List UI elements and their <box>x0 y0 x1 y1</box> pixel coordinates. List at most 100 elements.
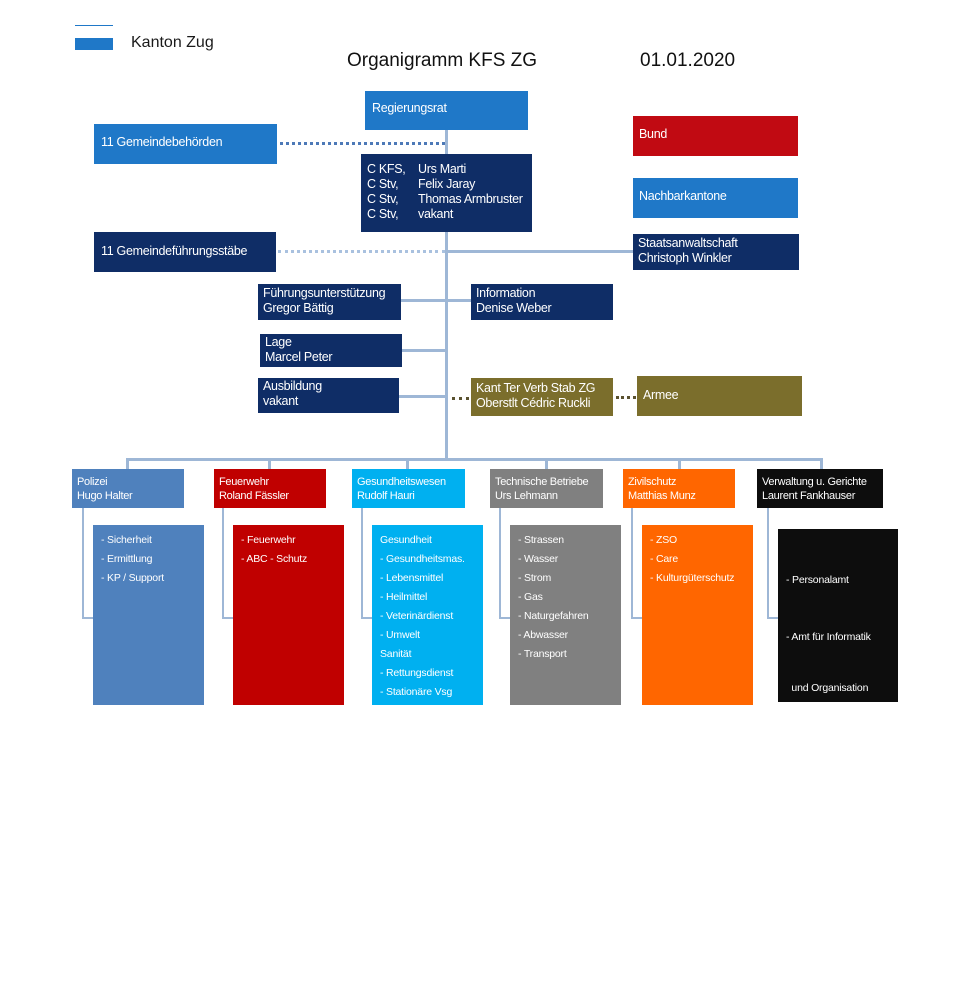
dept-gesundheit-header: Gesundheitswesen Rudolf Hauri <box>352 469 465 508</box>
dept-name: Feuerwehr <box>219 476 269 488</box>
task-item: - Datenschutzstelle <box>786 793 872 805</box>
task-item: - Wasser <box>518 553 559 565</box>
command-row: C Stv, Thomas Armbruster <box>367 192 526 207</box>
bracket-verwaltung-h <box>767 617 779 619</box>
task-item: - Amt für Informatik <box>786 631 871 643</box>
gemeindefuehrungsstaebe-box: 11 Gemeindeführungsstäbe <box>94 232 276 272</box>
bund-label: Bund <box>639 127 667 141</box>
dept-zivilschutz-header: Zivilschutz Matthias Munz <box>623 469 735 508</box>
bracket-zivilschutz-h <box>631 617 643 619</box>
staatsanwaltschaft-line <box>445 250 635 253</box>
staatsanwaltschaft-label: Staatsanwaltschaft <box>638 236 738 250</box>
bracket-verwaltung <box>767 508 769 618</box>
task-item: - ZSO <box>650 534 677 546</box>
dept-feuerwehr-header: Feuerwehr Roland Fässler <box>214 469 326 508</box>
main-vertical-line <box>445 130 448 460</box>
bracket-gesundheit <box>361 508 363 618</box>
gemeindebehoerden-dotted-line <box>280 142 445 145</box>
regierungsrat-box: Regierungsrat <box>365 91 528 130</box>
nachbarkantone-label: Nachbarkantone <box>639 189 727 203</box>
dept-feuerwehr-tasks: - Feuerwehr - ABC - Schutz <box>233 525 344 705</box>
bracket-feuerwehr <box>222 508 224 618</box>
command-name: Thomas Armbruster <box>418 192 523 206</box>
regierungsrat-label: Regierungsrat <box>372 101 447 115</box>
command-name: Felix Jaray <box>418 177 476 191</box>
drop-technik <box>545 458 548 470</box>
command-role: C KFS, <box>367 162 406 176</box>
dept-head: Urs Lehmann <box>495 490 558 502</box>
task-item: - Gas <box>518 591 543 603</box>
command-name: Urs Marti <box>418 162 466 176</box>
task-item: - Hochbauamt <box>786 736 850 748</box>
dept-head: Laurent Fankhauser <box>762 490 856 502</box>
dept-verwaltung-tasks: - Personalamt - Amt für Informatik und O… <box>778 529 898 970</box>
dept-technik-tasks: - Strassen - Wasser - Strom - Gas - Natu… <box>510 525 621 705</box>
gemeindebehoerden-box: 11 Gemeindebehörden <box>94 124 277 164</box>
dept-technik-header: Technische Betriebe Urs Lehmann <box>490 469 603 508</box>
drop-feuerwehr <box>268 458 271 470</box>
task-item: - Naturgefahren <box>518 610 589 622</box>
task-item: - Strassen <box>518 534 564 546</box>
logo-text: Kanton Zug <box>131 34 214 51</box>
kant-ter-verb-box: Kant Ter Verb Stab ZG Oberstlt Cédric Ru… <box>471 378 613 416</box>
information-box: Information Denise Weber <box>471 284 613 320</box>
fuehrungsunterstuetzung-box: Führungsunterstützung Gregor Bättig <box>258 284 401 320</box>
staatsanwaltschaft-name: Christoph Winkler <box>638 251 732 265</box>
dept-name: Polizei <box>77 476 108 488</box>
bracket-feuerwehr-h <box>222 617 234 619</box>
drop-polizei <box>126 458 129 470</box>
armee-box: Armee <box>637 376 802 416</box>
information-label: Information <box>476 286 536 300</box>
drop-zivilschutz <box>678 458 681 470</box>
task-item: - Wirtschaftliche <box>786 907 858 919</box>
bracket-gesundheit-h <box>361 617 373 619</box>
task-item: - Ermittlung <box>101 553 153 565</box>
page-title: Organigramm KFS ZG <box>347 50 538 71</box>
gemeindefuehrungsstaebe-label: 11 Gemeindeführungsstäbe <box>101 244 248 258</box>
task-item: - Sicherheit <box>101 534 152 546</box>
fuehrungsunterstuetzung-label: Führungsunterstützung <box>263 286 386 300</box>
task-item: Gesundheit <box>380 534 432 546</box>
task-item: - KP / Support <box>101 572 164 584</box>
command-box: C KFS, Urs Marti C Stv, Felix Jaray C Stv,… <box>361 154 532 232</box>
dept-name: Gesundheitswesen <box>357 476 446 488</box>
task-item: Landesversorgung <box>786 958 876 970</box>
ausbildung-line <box>398 395 447 398</box>
logo-line-icon <box>75 25 113 26</box>
dept-name: Technische Betriebe <box>495 476 589 488</box>
bund-box: Bund <box>633 116 798 156</box>
ausbildung-name: vakant <box>263 394 299 408</box>
bracket-technik <box>499 508 501 618</box>
task-item: - Kulturgüterschutz <box>650 572 735 584</box>
dept-head: Roland Fässler <box>219 490 289 502</box>
task-item: - Care <box>650 553 678 565</box>
lage-box: Lage Marcel Peter <box>260 334 402 367</box>
dept-gesundheit-tasks: Gesundheit - Gesundheitsmas. - Lebensmit… <box>372 525 483 705</box>
dept-name: Zivilschutz <box>628 476 677 488</box>
task-item: - Transport <box>518 648 567 660</box>
dept-polizei-tasks: - Sicherheit - Ermittlung - KP / Support <box>93 525 204 705</box>
task-item: - Abwasser <box>518 629 568 641</box>
command-role: C Stv, <box>367 177 399 191</box>
staatsanwaltschaft-box: Staatsanwaltschaft Christoph Winkler <box>633 234 799 270</box>
bracket-zivilschutz <box>631 508 633 618</box>
ausbildung-label: Ausbildung <box>263 379 322 393</box>
kanton-zug-logo: Kanton Zug <box>75 25 235 55</box>
ausbildung-box: Ausbildung vakant <box>258 378 399 413</box>
fuehrung-line <box>400 299 447 302</box>
task-item: - Lebensmittel <box>380 572 444 584</box>
page-date: 01.01.2020 <box>640 50 736 71</box>
bracket-polizei-h <box>82 617 94 619</box>
task-item: - Feuerwehr <box>241 534 296 546</box>
dept-head: Matthias Munz <box>628 490 696 502</box>
dept-polizei-header: Polizei Hugo Halter <box>72 469 184 508</box>
task-item: - Personalamt <box>786 574 849 586</box>
task-item: - Heilmittel <box>380 591 428 603</box>
command-role: C Stv, <box>367 192 399 206</box>
command-row: C Stv,vakant <box>367 207 526 222</box>
armee-label: Armee <box>643 388 679 402</box>
lage-line <box>402 349 447 352</box>
kant-ter-verb-label: Kant Ter Verb Stab ZG <box>476 381 596 395</box>
fuehrungsunterstuetzung-name: Gregor Bättig <box>263 301 334 315</box>
dept-zivilschutz-tasks: - ZSO - Care - Kulturgüterschutz <box>642 525 753 705</box>
